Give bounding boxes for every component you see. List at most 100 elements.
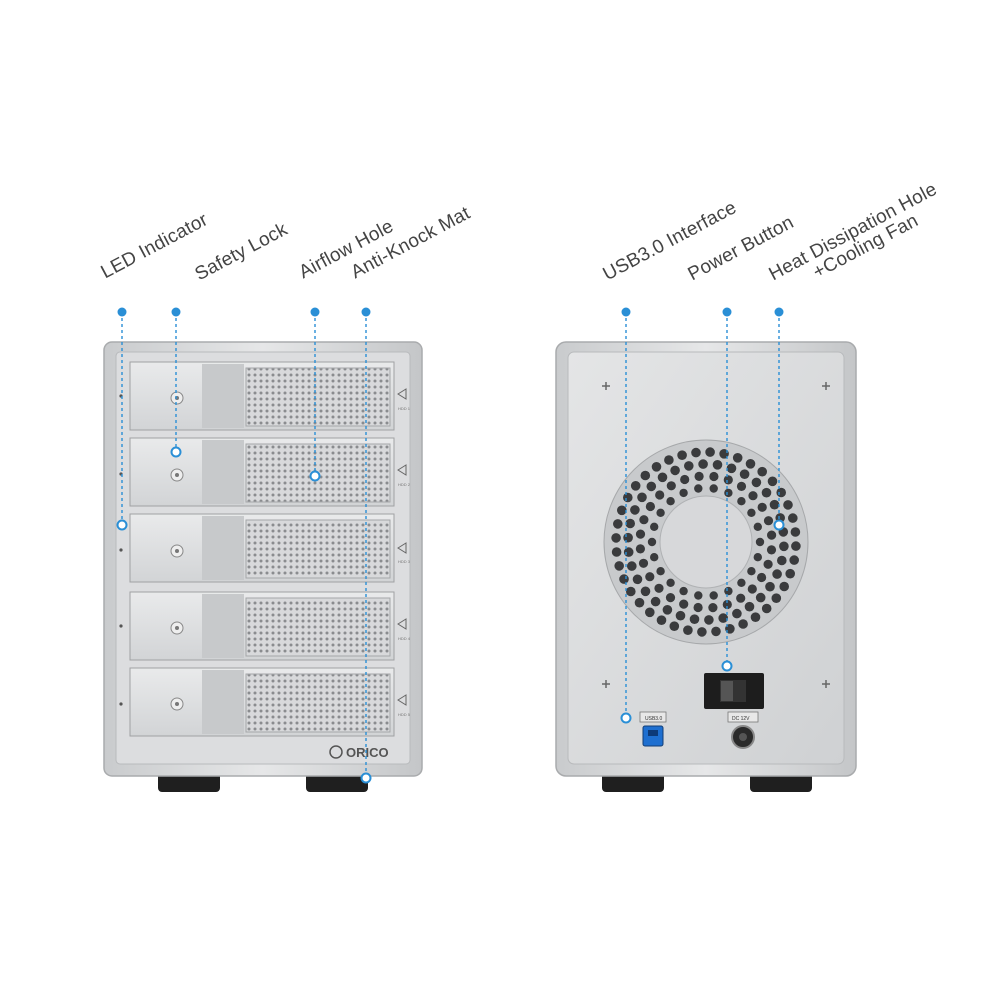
fan-hole xyxy=(737,497,746,506)
bay-2: HDD 2 xyxy=(129,437,411,507)
fan-hole xyxy=(789,555,799,565)
fan-hole xyxy=(755,592,766,603)
fan-hole xyxy=(747,508,756,517)
fan-hole xyxy=(611,547,622,557)
fan-hole xyxy=(666,578,675,587)
fan-hole xyxy=(739,469,750,480)
fan-hole xyxy=(785,568,795,579)
bay-5: HDD 5 xyxy=(129,667,411,737)
fan-hole xyxy=(675,610,686,621)
fan-hole xyxy=(757,572,767,583)
fan-hole xyxy=(613,519,623,529)
fan-hole xyxy=(732,453,743,463)
fan-hole xyxy=(679,599,689,609)
fan-hole xyxy=(662,605,673,615)
fan-hole xyxy=(634,597,645,608)
fan-hole xyxy=(669,621,680,631)
fan-hole xyxy=(767,476,778,487)
fan-hole xyxy=(779,541,789,552)
fan-hole xyxy=(626,586,636,597)
fan-hole xyxy=(638,558,649,568)
fan-hole xyxy=(625,518,635,529)
fan-hole xyxy=(709,591,718,600)
back-callouts xyxy=(625,312,780,718)
fan-hole xyxy=(726,463,737,474)
fan-hole xyxy=(665,593,676,603)
fan-hole xyxy=(654,583,664,593)
svg-text:HDD 5: HDD 5 xyxy=(398,712,411,717)
fan-hole xyxy=(736,593,746,603)
fan-hole xyxy=(630,505,640,515)
fan-hole xyxy=(718,613,728,623)
fan-hole xyxy=(722,599,732,610)
fan-hole xyxy=(646,481,657,492)
fan-hole xyxy=(632,574,643,585)
fan-hole xyxy=(689,614,700,624)
fan-hole xyxy=(723,475,733,485)
fan-hole xyxy=(738,619,748,629)
fan-hole xyxy=(635,529,646,539)
bay-1: HDD 1 xyxy=(129,361,411,431)
dc-jack: DC 12V xyxy=(727,711,759,749)
power-switch xyxy=(704,673,764,709)
fan-hole xyxy=(666,497,675,506)
fan-hole xyxy=(650,522,659,531)
usb-port: USB3.0 xyxy=(639,711,667,747)
fan-hole xyxy=(693,602,703,613)
fan-hole xyxy=(765,581,775,592)
fan-hole xyxy=(617,505,627,516)
fan-hole xyxy=(763,559,773,569)
front-callouts xyxy=(121,312,367,778)
fan-hole xyxy=(645,572,655,582)
fan-hole xyxy=(650,596,661,607)
fan-hole xyxy=(769,499,780,510)
fan-hole xyxy=(611,533,621,543)
fan-hole xyxy=(790,527,801,537)
fan-hole xyxy=(656,508,665,517)
fan-hole xyxy=(757,502,767,512)
fan-hole xyxy=(630,481,641,491)
fan-hole xyxy=(627,561,637,571)
fan-hole xyxy=(705,447,715,457)
front-foot-left xyxy=(158,772,220,792)
fan-hole xyxy=(619,574,629,584)
bay-4: HDD 4 xyxy=(129,591,411,661)
fan-hole xyxy=(745,459,756,469)
back-callout-dots xyxy=(620,307,785,724)
fan-hole xyxy=(712,460,723,470)
fan-hole xyxy=(747,584,757,594)
fan-hole xyxy=(732,608,742,619)
fan-hole xyxy=(656,615,667,625)
fan-hole xyxy=(614,561,624,571)
fan-hole xyxy=(647,537,657,547)
fan-hole xyxy=(709,471,719,482)
fan-hole xyxy=(776,487,786,498)
svg-text:DC 12V: DC 12V xyxy=(732,716,750,722)
fan-hole xyxy=(724,586,733,596)
front-callout-dots xyxy=(116,307,372,784)
fan-hole xyxy=(767,530,777,540)
front-foot-right xyxy=(306,772,368,792)
fan-hole xyxy=(639,515,649,525)
fan-hole xyxy=(666,481,676,491)
fan-hole xyxy=(640,470,651,481)
fan-hole xyxy=(777,555,787,566)
fan-hole xyxy=(683,625,693,635)
fan-hole xyxy=(737,578,746,587)
fan-hole xyxy=(761,487,772,498)
fan-hole xyxy=(766,545,777,555)
fan-hole xyxy=(757,466,767,477)
fan-hole xyxy=(691,447,701,458)
fan-hole xyxy=(753,522,762,531)
front-enclosure: HDD 1 HDD 2 HDD 3 HDD 4 xyxy=(103,341,423,792)
fan-hole xyxy=(698,459,708,469)
svg-text:HDD 3: HDD 3 xyxy=(398,559,411,564)
fan-hole xyxy=(772,569,782,579)
fan-hole xyxy=(623,532,633,543)
fan-hole xyxy=(750,612,761,622)
fan-hole xyxy=(788,513,798,523)
fan-hole xyxy=(679,488,688,498)
bay-3: HDD 3 xyxy=(129,513,411,583)
fan-hole xyxy=(677,450,687,461)
